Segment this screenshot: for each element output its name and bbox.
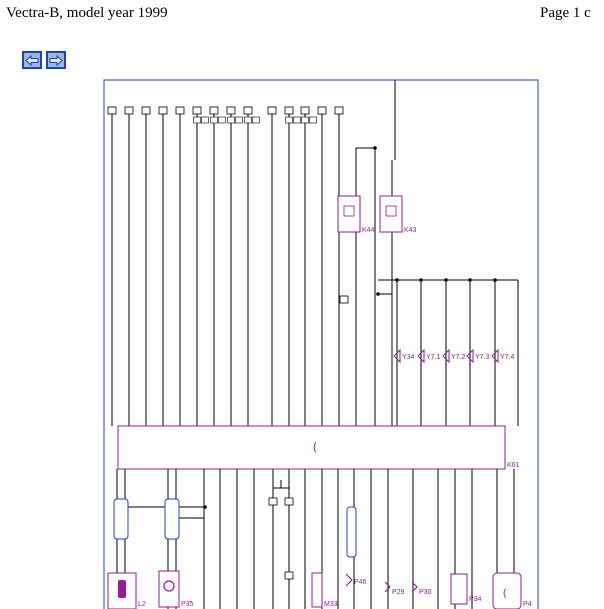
connector-box [243,106,253,115]
component-m33 [311,572,323,608]
actuator-y34 [393,348,401,364]
component-p46-label: P46 [354,579,367,586]
control-unit-symbol: ( [313,441,317,453]
actuator-label: Y7.2 [451,354,466,361]
component-p34 [450,573,468,605]
control-unit-label: K61 [507,462,520,469]
actuator-label: Y7.3 [475,354,490,361]
component-p30-label: P30 [419,589,432,596]
connector-box [317,106,327,115]
connector-box [244,116,252,124]
junction-dot [395,278,399,282]
component-p46 [345,573,353,587]
connector-box [107,106,117,115]
forward-button[interactable] [46,51,66,69]
actuator-y7-1 [417,348,425,364]
components-layer: (( [107,106,522,609]
relay-k44 [337,195,361,233]
relay-k43-label: K43 [404,227,417,234]
page-number: Page 1 c [540,5,591,21]
junction-dot [203,505,207,509]
component-p4-label: P4 [523,601,532,608]
connector-box [284,497,294,506]
connector-box [293,116,301,124]
connector-box [339,295,349,304]
actuator-label: Y34 [402,354,415,361]
control-unit-k61 [117,425,506,470]
connector-box [284,571,294,580]
junction-dot [493,278,497,282]
component-p34-label: P34 [469,596,482,603]
component-m33-label: M33 [324,601,338,608]
connector-box [193,116,201,124]
connector-box [309,116,317,124]
junction-dot [419,278,423,282]
connector-box [235,116,243,124]
component-p35 [158,570,180,608]
component-p4 [492,572,522,609]
relay-k44-label: K44 [362,227,375,234]
back-button[interactable] [22,51,42,69]
diagram-frame [103,79,539,609]
arrow-right-icon [49,54,63,66]
connector-strip [113,498,129,540]
component-l2-core [118,580,126,598]
junction-dot [468,278,472,282]
actuator-y7-2 [442,348,450,364]
connector-box [218,116,226,124]
actuator-label: Y7.1 [426,354,441,361]
connector-box [158,106,168,115]
component-p30 [411,581,418,593]
connector-box [227,116,235,124]
actuator-label: Y7.4 [500,354,515,361]
junction-dot [376,292,380,296]
connector-box [252,116,260,124]
connector-box [175,106,185,115]
relay-k44-coil [343,205,355,217]
connector-box [124,106,134,115]
actuator-y7-3 [466,348,474,364]
relay-k43 [379,195,403,233]
wires-layer [111,80,519,609]
connector-box [300,106,310,115]
arrow-left-icon [25,54,39,66]
connector-strip [164,498,180,540]
connector-box [267,106,277,115]
document-title: Vectra-B, model year 1999 [6,5,168,21]
connector-box [210,116,218,124]
connector-box [334,106,344,115]
component-l2-label: L2 [138,601,146,608]
connector-strip [346,506,357,558]
connector-box [192,106,202,115]
junction-dot [444,278,448,282]
relay-k43-coil [385,205,397,217]
connector-box [226,106,236,115]
connector-box [209,106,219,115]
connector-box [201,116,209,124]
connector-box [284,106,294,115]
actuator-y7-4 [491,348,499,364]
component-p29-label: P29 [392,589,405,596]
connector-box [301,116,309,124]
component-p4-symbol: ( [503,588,507,599]
connector-box [285,116,293,124]
junction-dot [373,146,377,150]
component-p29 [384,581,391,593]
component-p35-symbol [163,580,175,592]
connector-box [268,497,278,506]
connector-box [141,106,151,115]
component-p35-label: P35 [181,601,194,608]
